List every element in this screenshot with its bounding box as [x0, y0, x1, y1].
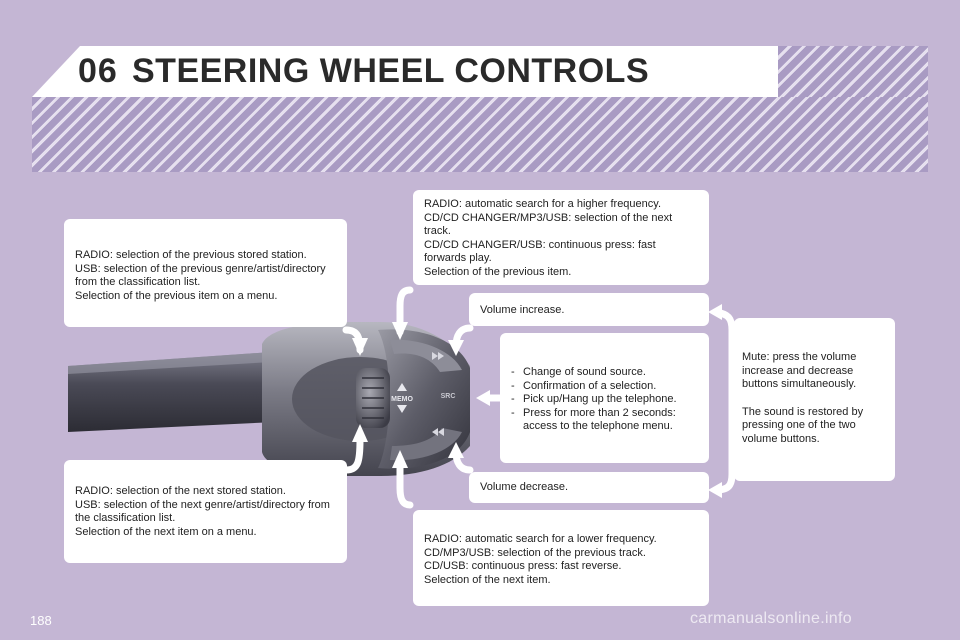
volume-increase-callout: Volume increase. — [469, 293, 709, 326]
arrow-left-mute-top-icon — [708, 304, 722, 320]
arrow-left-src-icon — [476, 390, 490, 406]
seek-forward-icon — [432, 352, 444, 360]
arrow-up-voldown-icon — [448, 442, 464, 458]
page-title: STEERING WHEEL CONTROLS — [132, 52, 650, 90]
callout-line: Volume decrease. — [480, 481, 569, 493]
callout-line: RADIO: automatic search for a higher fre… — [424, 198, 662, 210]
callout-line: CD/MP3/USB: selection of the previous tr… — [424, 546, 646, 559]
memo-down-icon — [397, 405, 407, 413]
arrow-up-next-icon — [352, 424, 368, 442]
volume-decrease-callout: Volume decrease. — [469, 472, 709, 503]
callout-line: USB: selection of the previous genre/art… — [75, 262, 326, 289]
arrow-down-volup-icon — [448, 340, 464, 356]
seek-backward-icon — [432, 428, 444, 436]
source-button-callout: Change of sound source. Confirmation of … — [500, 333, 709, 463]
previous-station-callout: RADIO: selection of the previous stored … — [64, 219, 347, 327]
stalk-stem — [68, 352, 276, 432]
callout-line: Mute: press the volume increase and decr… — [742, 351, 857, 390]
lower-frequency-callout: RADIO: automatic search for a lower freq… — [413, 510, 709, 606]
callout-line: Selection of the next item on a menu. — [75, 525, 257, 538]
list-item: Change of sound source. — [509, 366, 697, 380]
src-label: SRC — [441, 393, 456, 400]
mute-callout: Mute: press the volume increase and decr… — [734, 318, 895, 481]
callout-line: CD/CD CHANGER/USB: continuous press: fas… — [424, 238, 656, 265]
callout-line: RADIO: selection of the next stored stat… — [75, 485, 286, 497]
list-item: Press for more than 2 seconds: access to… — [509, 407, 697, 434]
memo-scroll-wheel[interactable] — [356, 368, 390, 428]
arrowheads — [352, 304, 722, 498]
callout-line: Selection of the previous item. — [424, 265, 572, 278]
hatched-banner-corner — [778, 46, 928, 97]
hatched-banner — [32, 97, 928, 172]
next-station-callout: RADIO: selection of the next stored stat… — [64, 460, 347, 563]
callout-line: Volume increase. — [480, 304, 565, 316]
callout-line: The sound is restored by pressing one of… — [742, 405, 864, 445]
arrow-left-mute-bottom-icon — [708, 482, 722, 498]
arrow-down-higher-icon — [392, 322, 408, 340]
list-item: Confirmation of a selection. — [509, 380, 697, 394]
callout-line: CD/USB: continuous press: fast reverse. — [424, 560, 622, 572]
callout-line: USB: selection of the next genre/artist/… — [75, 498, 330, 525]
memo-label: MEMO — [391, 396, 413, 403]
list-item: Pick up/Hang up the telephone. — [509, 393, 697, 407]
callout-line: RADIO: automatic search for a lower freq… — [424, 533, 657, 545]
title-bar — [32, 46, 778, 97]
callout-line: Selection of the previous item on a menu… — [75, 289, 278, 302]
watermark: carmanualsonline.info — [690, 610, 852, 627]
higher-frequency-callout: RADIO: automatic search for a higher fre… — [413, 190, 709, 285]
callout-line: CD/CD CHANGER/MP3/USB: selection of the … — [424, 211, 673, 238]
chapter-number: 06 — [78, 52, 118, 90]
source-button-list: Change of sound source. Confirmation of … — [509, 366, 697, 434]
callout-line: Selection of the next item. — [424, 573, 551, 586]
page-number: 188 — [30, 613, 52, 628]
stalk-head — [378, 329, 470, 469]
memo-up-icon — [397, 383, 407, 391]
arrow-down-prev-icon — [352, 338, 368, 356]
arrow-up-lower-icon — [392, 450, 408, 468]
callout-line: RADIO: selection of the previous stored … — [75, 249, 307, 261]
